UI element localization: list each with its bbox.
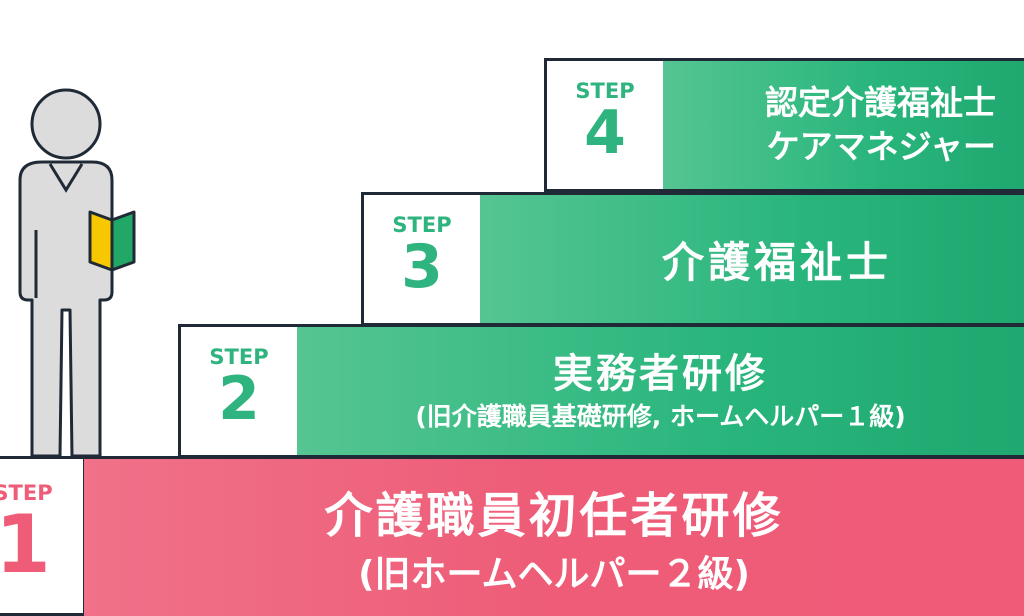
step3-label: STEP 3 xyxy=(361,192,483,326)
step3-bar: 介護福祉士 xyxy=(480,192,1024,326)
step2-label: STEP 2 xyxy=(178,324,300,458)
step4-bar: 認定介護福祉士 ケアマネジャー xyxy=(663,58,1024,192)
step4-subtitle: ケアマネジャー xyxy=(766,127,996,166)
step1-title: 介護職員初任者研修 xyxy=(324,488,784,544)
step1-keyword: STEP xyxy=(0,481,53,505)
person-head xyxy=(30,88,102,160)
person-body xyxy=(18,160,114,458)
person-collar xyxy=(48,163,84,193)
step2-bar: 実務者研修 (旧介護職員基礎研修, ホームヘルパー１級) xyxy=(297,324,1024,458)
step1-subtitle: (旧ホームヘルパー２級) xyxy=(358,554,750,595)
step4-number: 4 xyxy=(584,98,626,168)
step3-number: 3 xyxy=(401,232,443,302)
step4-title: 認定介護福祉士 xyxy=(765,83,996,122)
step4-label: STEP 4 xyxy=(544,58,666,192)
step2-subtitle: (旧介護職員基礎研修, ホームヘルパー１級) xyxy=(415,402,906,431)
step3-title: 介護福祉士 xyxy=(661,237,892,287)
step1-label: STEP 1 xyxy=(0,456,86,616)
step2-title: 実務者研修 xyxy=(553,351,768,397)
beginner-person-icon xyxy=(18,88,136,458)
step2-keyword: STEP xyxy=(209,345,269,369)
beginner-mark-icon xyxy=(88,210,136,272)
step1-bar: 介護職員初任者研修 (旧ホームヘルパー２級) xyxy=(84,456,1024,616)
step4-keyword: STEP xyxy=(575,79,635,103)
step1-number: 1 xyxy=(0,498,51,591)
step3-keyword: STEP xyxy=(392,213,452,237)
step2-number: 2 xyxy=(218,364,260,434)
